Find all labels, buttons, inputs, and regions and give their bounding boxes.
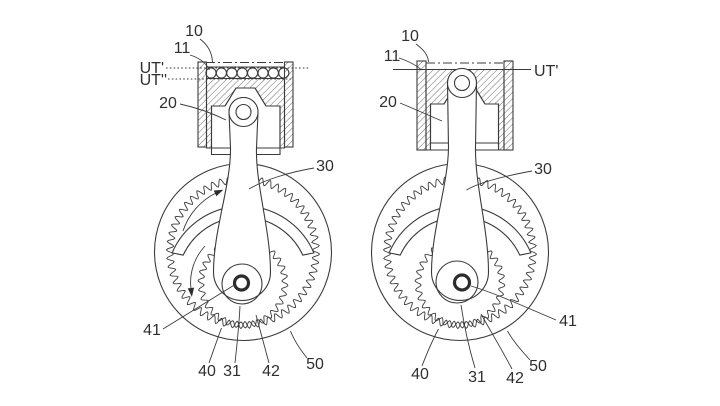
crank-journal-circle-right <box>435 260 479 304</box>
connecting-rod-left <box>212 97 272 301</box>
leader-42-left <box>255 314 270 364</box>
rotation-arrow-inner-head <box>187 287 195 297</box>
leader-lines-left <box>162 38 315 364</box>
ref-label-31-left: 31 <box>223 363 241 380</box>
rotation-arrows-left <box>182 189 224 297</box>
wrist-pin-hole-right <box>453 74 471 92</box>
crank-pin-left <box>232 274 251 292</box>
ref-label-ut-prime-left: UT' <box>140 60 164 77</box>
ref-label-42-left: 42 <box>262 363 280 380</box>
wrist-pin-boss-right <box>446 67 478 99</box>
leader-40-left <box>208 327 222 364</box>
ref-label-10-right: 10 <box>401 28 419 45</box>
ref-label-ut-prime-right: UT' <box>534 63 558 80</box>
leader-31-left <box>234 305 241 364</box>
ref-label-42-right: 42 <box>506 370 524 387</box>
leader-42-right <box>480 313 513 370</box>
ref-label-10-left: 10 <box>185 23 203 40</box>
counterweight-arc-left-wing <box>388 206 450 256</box>
ref-label-41-left: 41 <box>143 322 161 339</box>
ref-label-40-left: 40 <box>198 363 216 380</box>
leader-50-right <box>507 330 531 361</box>
ref-label-30-right: 30 <box>534 161 552 178</box>
ref-label-ut-double-prime-left: UT'' <box>140 72 167 89</box>
cylinder-wall-left-side <box>416 60 427 151</box>
ref-label-11-left: 11 <box>174 40 191 57</box>
internal-ring-gear-left <box>165 174 321 330</box>
leader-41-right <box>470 285 557 321</box>
leader-30-right <box>466 170 533 191</box>
rotation-arrow-outer-head <box>213 189 224 197</box>
ref-label-11-right: 11 <box>384 48 401 65</box>
ref-label-50-left: 50 <box>306 356 324 373</box>
reference-labels-left: 10 11 UT' UT'' 20 30 41 40 31 42 50 <box>140 23 334 380</box>
piston-interior-outline <box>210 87 281 148</box>
leader-11-left <box>189 54 210 71</box>
leader-20-left <box>179 103 227 121</box>
leader-30-left <box>248 167 315 190</box>
internal-ring-gear-right <box>382 174 538 330</box>
crank-journal-circle-left <box>221 263 263 305</box>
figure-left: 10 11 UT' UT'' 20 30 41 40 31 42 50 <box>140 23 334 380</box>
cylinder-wall-right-side <box>503 60 514 151</box>
leader-11-right <box>398 57 422 71</box>
leader-41-left <box>162 285 234 330</box>
counterweight-arc-right-wing <box>253 206 315 256</box>
crank-pin-right <box>452 273 472 292</box>
wrist-pin-boss-left <box>228 96 259 128</box>
ref-label-41-right: 41 <box>559 313 577 330</box>
counterweight-arc-right-wing <box>470 206 532 256</box>
figure-right: 10 11 UT' 20 30 41 40 31 42 50 <box>370 28 577 387</box>
reference-labels-right: 10 11 UT' 20 30 41 40 31 42 50 <box>379 28 577 387</box>
ref-label-20-right: 20 <box>379 94 397 111</box>
ref-label-50-right: 50 <box>529 358 547 375</box>
cylinder-wall-left-side <box>197 61 208 148</box>
leader-40-right <box>421 328 439 367</box>
piston-assembly-right <box>416 60 514 151</box>
leader-lines-right <box>398 43 557 370</box>
leader-20-right <box>399 102 443 122</box>
leader-31-right <box>460 304 476 369</box>
ref-label-20-left: 20 <box>159 95 177 112</box>
leader-10-left <box>199 38 213 63</box>
ref-label-40-right: 40 <box>411 366 429 383</box>
counterweight-arc-left-wing <box>171 206 233 256</box>
rotation-arrow-inner-arc <box>190 245 206 290</box>
wrist-pin-hole-left <box>235 103 252 121</box>
piston-assembly-left <box>197 61 294 156</box>
ref-label-31-right: 31 <box>468 369 486 386</box>
leader-10-right <box>415 43 429 63</box>
rolling-elements <box>205 67 290 79</box>
rotation-arrow-outer-arc <box>182 192 217 232</box>
leader-50-left <box>290 330 308 359</box>
ref-label-30-left: 30 <box>316 158 334 175</box>
